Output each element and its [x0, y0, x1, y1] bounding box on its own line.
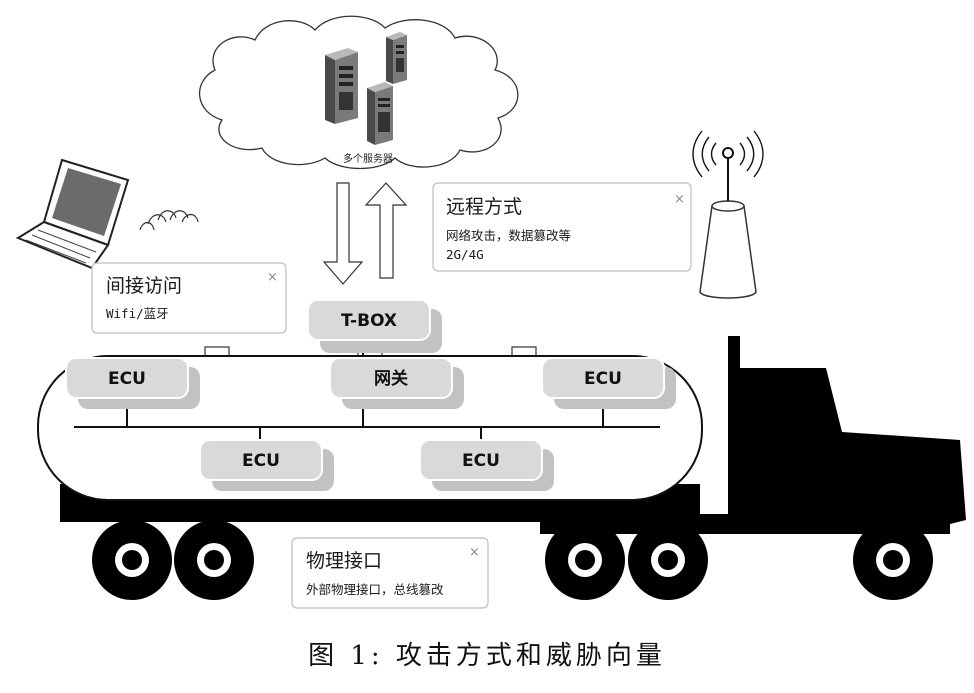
- laptop-icon: [15, 158, 130, 270]
- physical-interface-box: 物理接口 外部物理接口，总线篡改 ×: [291, 537, 489, 609]
- indirect-access-box: 间接访问 Wifi/蓝牙 ×: [91, 262, 287, 334]
- tbox-label: T-BOX: [341, 311, 397, 331]
- figure-caption: 图 1: 攻击方式和威胁向量: [308, 641, 666, 671]
- ecu-node: ECU: [541, 357, 676, 409]
- wifi-waves-icon: [139, 210, 199, 231]
- cloud-label: 多个服务器: [343, 152, 393, 165]
- cloud-group: 多个服务器: [199, 15, 519, 170]
- close-icon[interactable]: ×: [469, 545, 480, 560]
- ecu-label: ECU: [584, 369, 622, 389]
- ecu-node: ECU: [419, 439, 554, 491]
- server-icon: [386, 32, 407, 84]
- ecu-node: ECU: [199, 439, 334, 491]
- data-flow-arrows: [322, 182, 408, 285]
- indirect-access-title: 间接访问: [106, 275, 182, 297]
- remote-method-detail: 网络攻击，数据篡改等: [446, 228, 571, 243]
- antenna-tower-icon: [692, 130, 764, 299]
- physical-interface-title: 物理接口: [306, 550, 382, 572]
- ecu-label: ECU: [242, 451, 280, 471]
- server-icon: [367, 82, 393, 145]
- ecu-node: ECU: [65, 357, 200, 409]
- close-icon[interactable]: ×: [674, 192, 685, 207]
- remote-method-box: 远程方式 网络攻击，数据篡改等 2G/4G ×: [432, 182, 692, 272]
- arrow-down-icon: [322, 182, 364, 285]
- indirect-access-detail: Wifi/蓝牙: [106, 306, 169, 321]
- tbox-node: T-BOX: [307, 299, 442, 353]
- arrow-up-icon: [364, 182, 408, 279]
- remote-method-network: 2G/4G: [446, 247, 484, 262]
- server-icon: [325, 48, 358, 124]
- close-icon[interactable]: ×: [267, 270, 278, 285]
- gateway-node: 网关: [329, 357, 464, 409]
- cloud-icon: [199, 15, 519, 170]
- remote-method-title: 远程方式: [446, 196, 522, 218]
- gateway-label: 网关: [374, 368, 408, 389]
- physical-interface-detail: 外部物理接口，总线篡改: [306, 582, 444, 597]
- ecu-label: ECU: [108, 369, 146, 389]
- ecu-label: ECU: [462, 451, 500, 471]
